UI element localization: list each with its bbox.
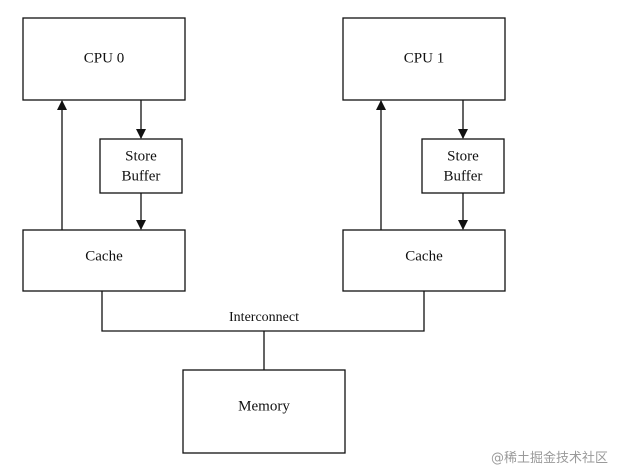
memory-box (182, 369, 346, 454)
store-buffer-1-label-line2: Buffer (444, 168, 483, 184)
cpu-1-box (342, 17, 506, 101)
cpu-0-box (22, 17, 186, 101)
cpu-1-group: CPU 1 Store Buffer Cache (342, 17, 506, 292)
memory-group: Memory (182, 369, 346, 454)
cpu-0-label: CPU 0 (84, 50, 124, 66)
cpu-1-label: CPU 1 (404, 50, 444, 66)
store-buffer-1-box (421, 138, 505, 194)
cache-0-box (22, 229, 186, 292)
store-buffer-0-label-line2: Buffer (122, 168, 161, 184)
memory-label: Memory (238, 398, 290, 414)
cache-0-label: Cache (85, 248, 123, 264)
interconnect-label: Interconnect (229, 310, 299, 325)
store-buffer-1-label-line1: Store (447, 148, 479, 164)
store-buffer-0-label-line1: Store (125, 148, 157, 164)
store-buffer-0-box (99, 138, 183, 194)
watermark-text: @稀土掘金技术社区 (491, 450, 608, 466)
cache-1-label: Cache (405, 248, 443, 264)
cpu-0-group: CPU 0 Store Buffer Cache (22, 17, 186, 292)
interconnect-group: Interconnect (101, 291, 425, 370)
interconnect-bus-line (101, 291, 425, 332)
